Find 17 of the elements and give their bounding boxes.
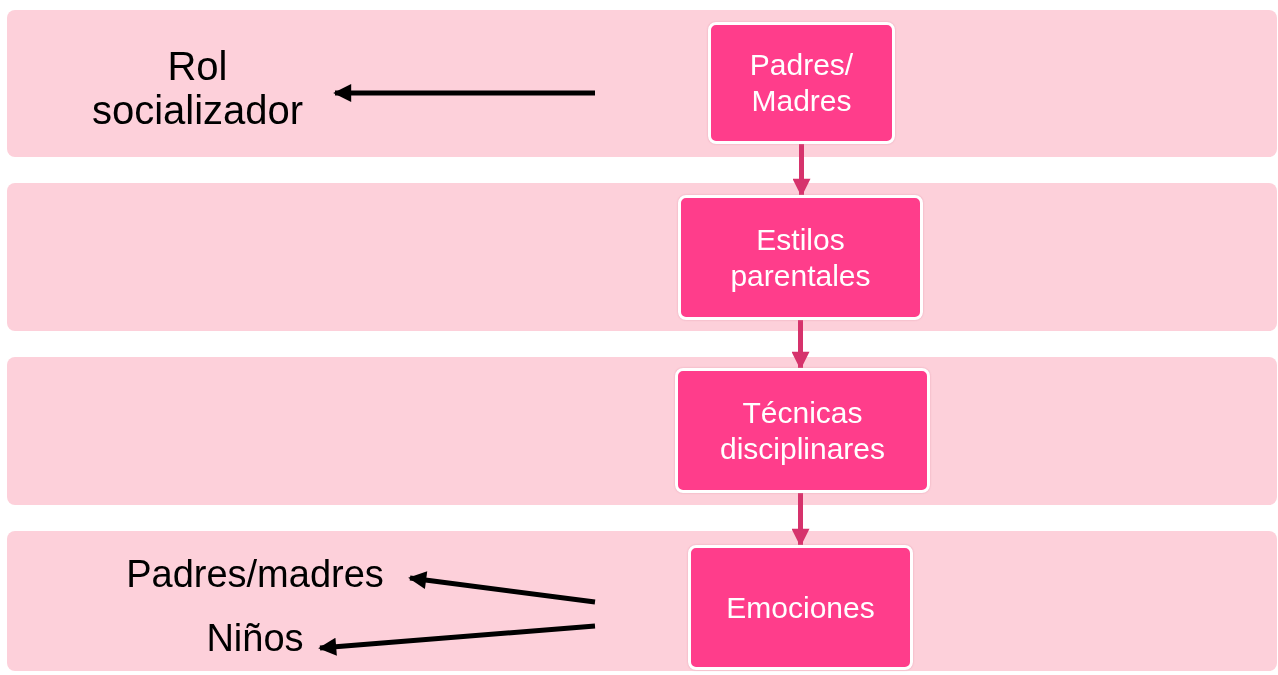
arrow <box>318 623 596 656</box>
arrow <box>791 320 810 370</box>
band-background <box>7 183 1277 331</box>
process-box: Emociones <box>688 545 913 670</box>
process-box: Técnicas disciplinares <box>675 368 930 493</box>
band-background <box>7 357 1277 505</box>
band-background <box>7 531 1277 671</box>
arrow <box>408 571 596 605</box>
process-box: Padres/ Madres <box>708 22 895 144</box>
process-box: Estilos parentales <box>678 195 923 320</box>
text-label: Rol socializador <box>60 38 335 138</box>
band-background <box>7 10 1277 157</box>
arrow <box>792 144 811 197</box>
text-label: Padres/madres <box>100 550 410 600</box>
arrow <box>791 493 810 547</box>
arrow <box>333 84 595 102</box>
text-label: Niños <box>190 612 320 666</box>
